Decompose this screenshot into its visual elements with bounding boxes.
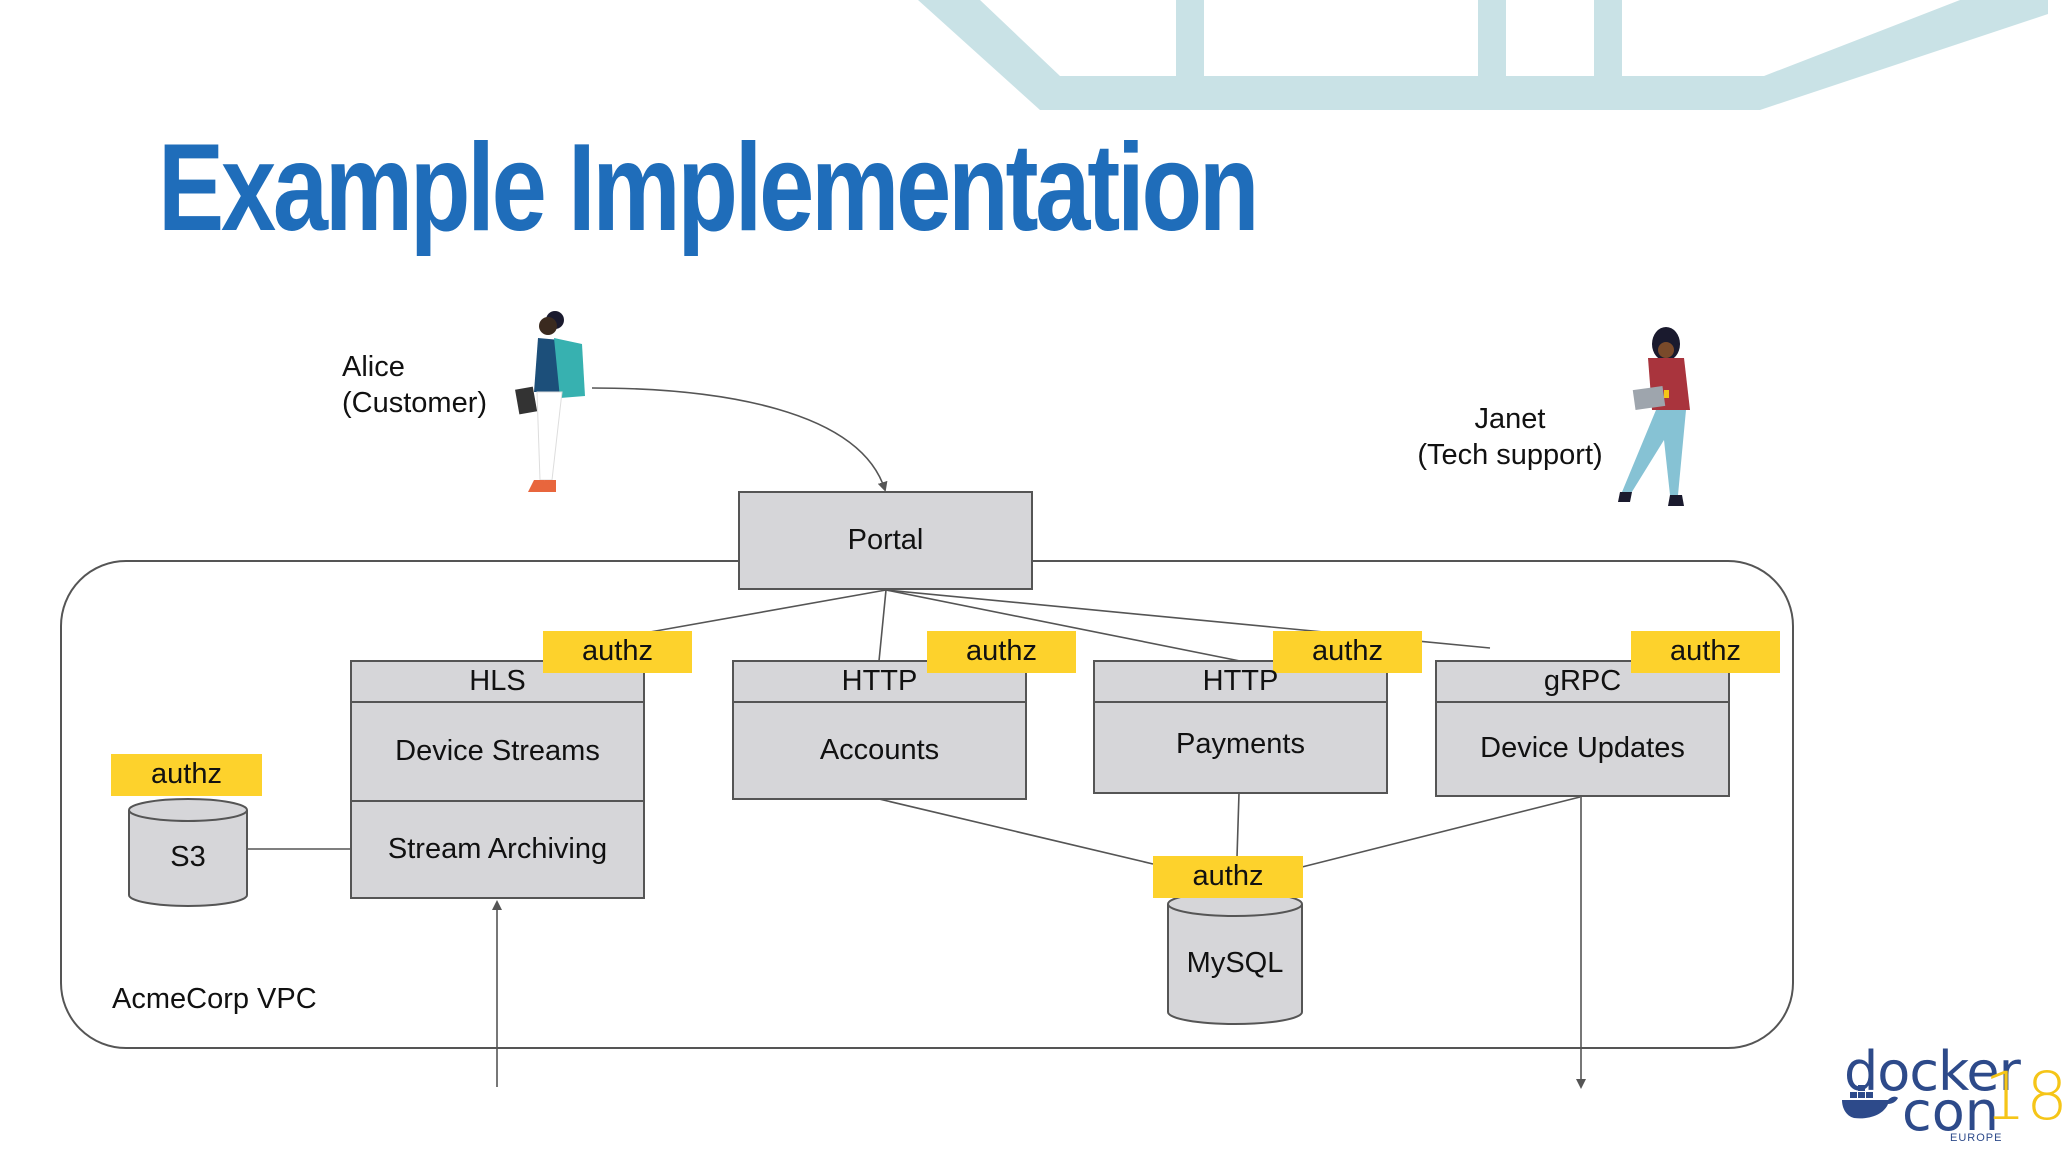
vpc-label: AcmeCorp VPC [112,983,317,1015]
logo-docker-text: docker [1844,1040,2021,1103]
payments-protocol-label: HTTP [1202,665,1279,697]
janet-name: Janet [1474,403,1546,435]
authz-label-mysql: authz [1192,860,1264,892]
portal-to-payments-line [885,589,1241,662]
hls-protocol-label: HLS [469,665,526,697]
authz-tag-hls [543,631,692,673]
janet-role: (Tech support) [1417,439,1603,471]
accounts-protocol-label: HTTP [841,665,918,697]
portal-to-accounts-line [878,589,887,662]
payments-to-mysql-line [1236,792,1240,858]
authz-tags [111,631,1780,898]
portal-to-hls-line [649,589,887,633]
janet-figure [1618,327,1690,506]
connectors [248,387,1586,1089]
portal-box [738,491,1033,590]
dockercon-logo: docker con 18 EUROPE [1840,1040,2068,1144]
mysql-label: MySQL [1186,947,1284,979]
hls-sub-service-name: Stream Archiving [387,833,608,865]
decorative-background-shapes [918,0,2048,110]
payments-service-name: Payments [1176,728,1305,760]
portal-label: Portal [847,524,924,556]
device-updates-to-mysql-line [1301,796,1581,868]
authz-label-device-updates: authz [1670,635,1741,667]
alice-to-portal-arrow [591,387,888,492]
slide-title: Example Implementation [158,119,1259,257]
device-updates-protocol-label: gRPC [1543,665,1622,697]
authz-tag-device-updates [1631,631,1780,673]
hls-service-box [350,660,645,899]
s3-label: S3 [170,841,206,873]
alice-name: Alice [342,351,405,383]
authz-tag-payments [1273,631,1422,673]
authz-tag-s3 [111,754,262,796]
logo-year-text: 18 [1984,1058,2068,1135]
docker-whale-icon [1842,1085,1898,1119]
authz-tag-mysql [1153,856,1303,898]
logo-con-text: con [1902,1080,1999,1143]
hls-service-name: Device Streams [395,735,600,767]
device-updates-service-box [1435,660,1730,797]
accounts-service-box [732,660,1027,800]
device-updates-service-name: Device Updates [1480,732,1685,764]
accounts-service-name: Accounts [819,734,940,766]
alice-figure [515,311,585,492]
authz-label-accounts: authz [966,635,1037,667]
payments-service-box [1093,660,1388,794]
s3-cylinder [128,798,248,907]
alice-role: (Customer) [342,387,488,419]
authz-label-s3: authz [151,758,222,790]
authz-label-payments: authz [1312,635,1383,667]
logo-region-text: EUROPE [1950,1132,2003,1144]
authz-tag-accounts [927,631,1076,673]
accounts-to-mysql-line [878,798,1154,865]
authz-label-hls: authz [582,635,653,667]
